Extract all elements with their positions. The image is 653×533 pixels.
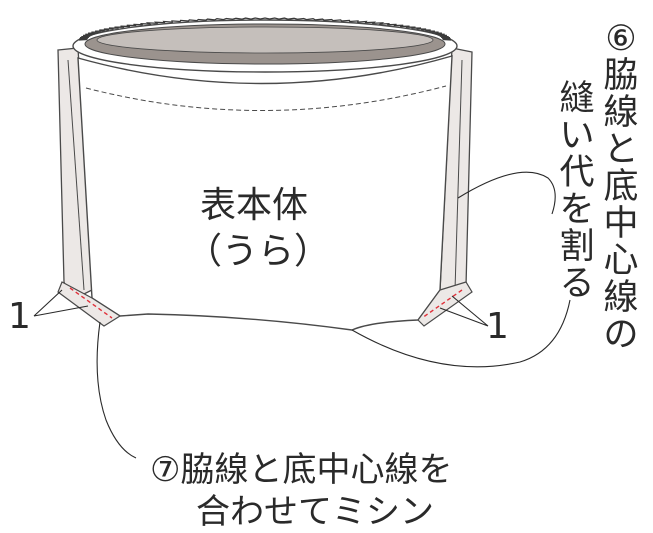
step7-leader bbox=[96, 321, 137, 459]
vertical-glyph: 線 bbox=[603, 93, 639, 133]
vertical-glyph: 心 bbox=[603, 241, 639, 281]
vertical-glyph: 脇 bbox=[603, 56, 639, 96]
vertical-glyph: 割 bbox=[559, 227, 595, 267]
vertical-glyph: の bbox=[603, 315, 639, 355]
right-seam-line bbox=[454, 59, 463, 291]
step6-line2: 縫い代を割る bbox=[558, 82, 596, 304]
vertical-glyph: い bbox=[559, 116, 595, 156]
vertical-glyph: 代 bbox=[559, 153, 595, 193]
vertical-glyph: 中 bbox=[603, 204, 639, 244]
hem-stitch-line bbox=[85, 85, 447, 111]
right-marker-leader bbox=[439, 295, 489, 327]
right-seam-marker: 1 bbox=[486, 306, 509, 347]
overlock-edge bbox=[78, 17, 452, 41]
vertical-glyph: る bbox=[559, 264, 595, 304]
left-cut-line bbox=[69, 287, 113, 319]
body-label-line2: （うら） bbox=[186, 231, 331, 272]
step6-leader-bottom bbox=[351, 299, 571, 368]
vertical-glyph: を bbox=[559, 190, 595, 230]
step6-leader-top bbox=[457, 171, 556, 215]
left-seam-marker: 1 bbox=[8, 296, 31, 337]
right-bottom-corner bbox=[417, 281, 473, 327]
left-seam-line bbox=[67, 59, 85, 291]
left-marker-leader bbox=[33, 289, 89, 317]
vertical-glyph: ⑥ bbox=[605, 19, 637, 59]
bag-body bbox=[77, 55, 453, 331]
body-label-line1: 表本体 bbox=[200, 185, 309, 226]
vertical-glyph: と bbox=[603, 130, 639, 170]
left-bottom-corner bbox=[57, 281, 122, 327]
step7-line1: ⑦脇線と底中心線を bbox=[150, 450, 453, 490]
vertical-glyph: 線 bbox=[603, 278, 639, 318]
vertical-glyph: 縫 bbox=[559, 79, 595, 119]
step7-line2: 合わせてミシン bbox=[196, 492, 434, 532]
vertical-glyph: 底 bbox=[603, 167, 639, 207]
right-cut-line bbox=[421, 289, 463, 319]
lining-fold bbox=[96, 26, 434, 54]
